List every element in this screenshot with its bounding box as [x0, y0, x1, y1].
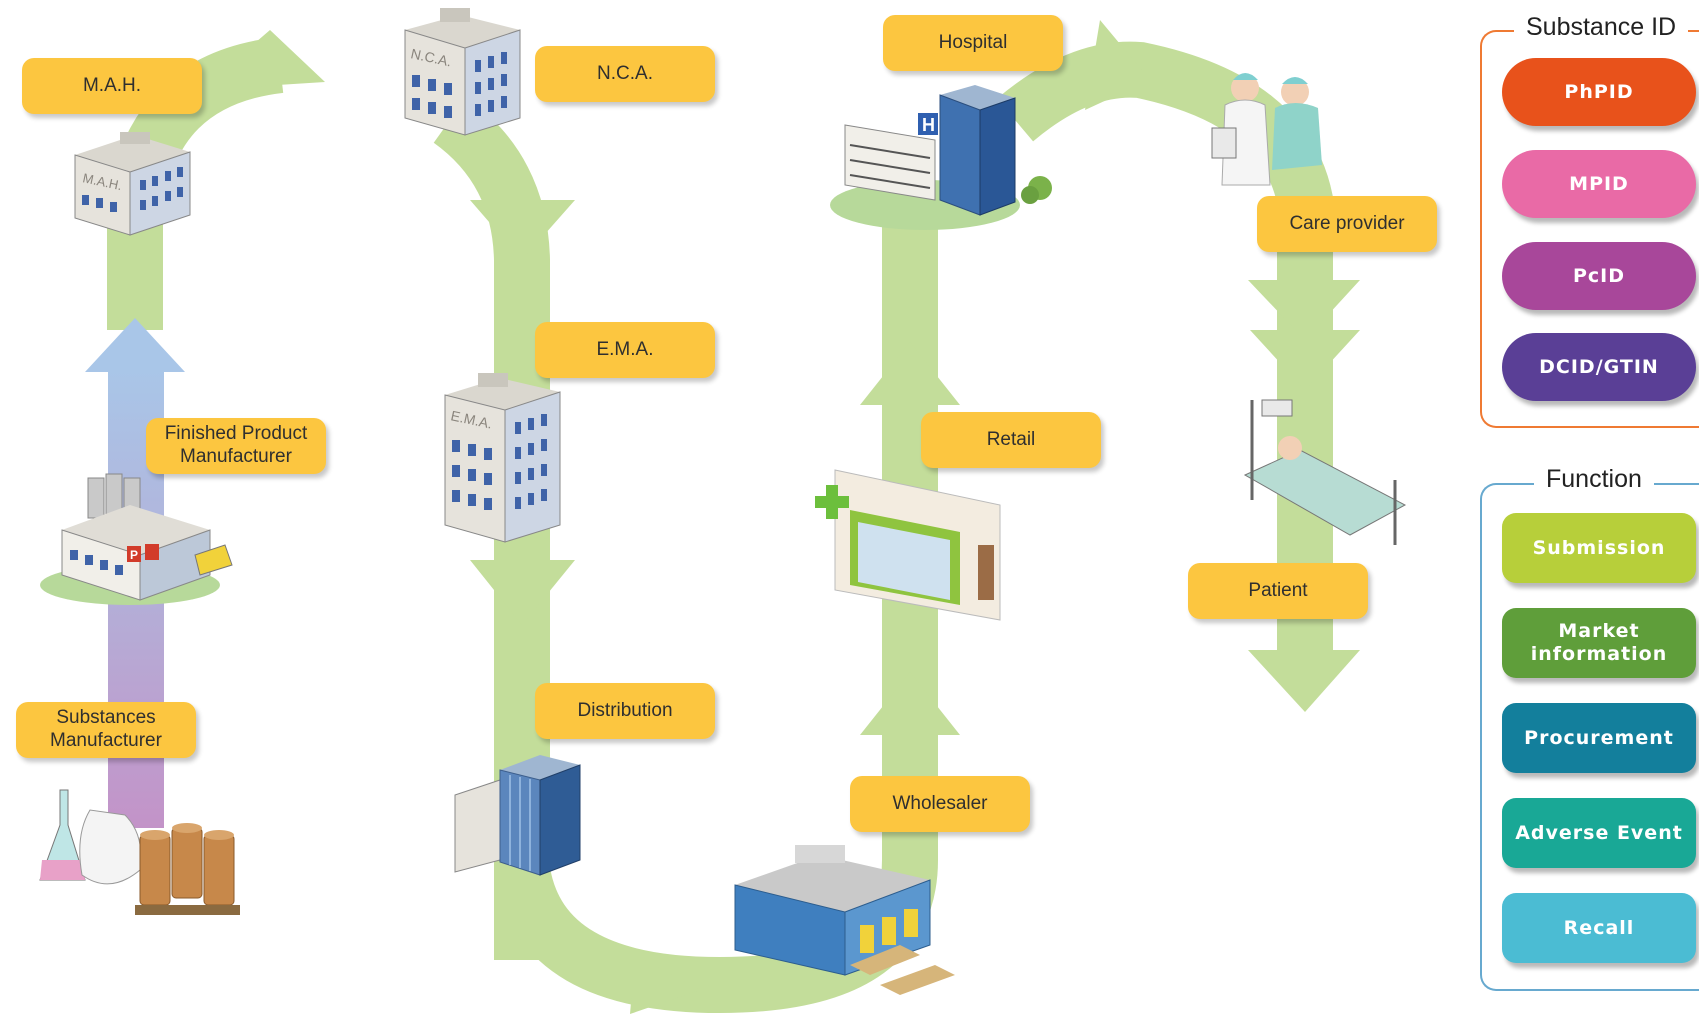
arrowhead-retail-up-2 — [860, 342, 960, 405]
hospital-building-icon: H — [830, 85, 1052, 230]
flow-arrows — [107, 37, 1333, 1014]
label-substances-manufacturer: Substances Manufacturer — [16, 702, 196, 758]
arrowhead-ema-2 — [470, 560, 575, 625]
retail-pharmacy-icon — [815, 469, 1001, 621]
substances-icon — [39, 789, 240, 915]
arrowhead-retail-up-1 — [860, 672, 960, 735]
label-care-provider: Care provider — [1257, 196, 1437, 252]
arrowhead-care-2 — [1250, 330, 1360, 390]
arrowhead-wholesaler — [630, 955, 700, 1014]
arrowhead-to-care — [1085, 20, 1150, 110]
function-procurement[interactable]: Procurement — [1502, 703, 1696, 773]
arrowhead-patient — [1248, 650, 1360, 712]
mah-building-icon: M.A.H. — [74, 132, 191, 236]
wholesaler-warehouse-icon — [734, 845, 955, 995]
svg-text:P: P — [130, 548, 138, 562]
arrowhead-ema-1 — [470, 200, 575, 260]
blue-arrow-head — [85, 318, 185, 372]
substance-id-dcid-gtin[interactable]: DCID/GTIN — [1502, 333, 1696, 401]
label-distribution: Distribution — [535, 683, 715, 739]
function-submission[interactable]: Submission — [1502, 513, 1696, 583]
label-nca: N.C.A. — [535, 46, 715, 102]
function-adverse-event[interactable]: Adverse Event — [1502, 798, 1696, 868]
pharmacy-cross-icon — [815, 485, 849, 519]
substance-id-phpid[interactable]: PhPID — [1502, 58, 1696, 126]
arrowhead-care-1 — [1248, 280, 1360, 340]
label-patient: Patient — [1188, 563, 1368, 619]
function-recall[interactable]: Recall — [1502, 893, 1696, 963]
label-retail: Retail — [921, 412, 1101, 468]
patient-bed-icon — [1243, 399, 1407, 545]
care-provider-doctors-icon — [1211, 73, 1322, 186]
nca-building-icon: N.C.A. — [404, 8, 521, 136]
label-wholesaler: Wholesaler — [850, 776, 1030, 832]
ema-building-icon: E.M.A. — [444, 373, 561, 543]
label-finished-product-manufacturer: Finished Product Manufacturer — [146, 418, 326, 474]
flow-arrowheads — [200, 20, 1360, 1014]
label-mah: M.A.H. — [22, 58, 202, 114]
function-title: Function — [1534, 465, 1654, 494]
function-market-information[interactable]: Market information — [1502, 608, 1696, 678]
substance-id-pcid[interactable]: PcID — [1502, 242, 1696, 310]
arrowhead-to-nca — [200, 30, 325, 90]
substance-id-mpid[interactable]: MPID — [1502, 150, 1696, 218]
factory-icon: P — [40, 473, 233, 605]
label-ema: E.M.A. — [535, 322, 715, 378]
svg-text:H: H — [922, 115, 935, 135]
distribution-building-icon — [454, 755, 581, 876]
label-hospital: Hospital — [883, 15, 1063, 71]
substance-id-title: Substance ID — [1514, 13, 1689, 42]
